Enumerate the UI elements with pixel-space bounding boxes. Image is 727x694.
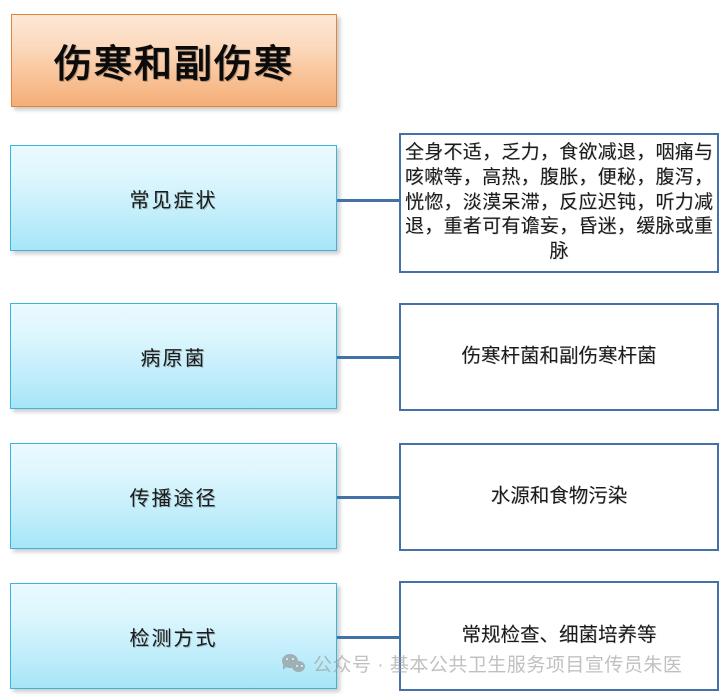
category-box-detection[interactable]: 检测方式 — [10, 583, 337, 689]
category-label: 检测方式 — [129, 627, 218, 650]
connector-line-4 — [337, 636, 400, 639]
detail-box-common-symptoms[interactable]: 全身不适，乏力，食欲减退，咽痛与咳嗽等，高热，腹胀，便秘，腹泻，恍惚，淡漠呆滞，… — [399, 133, 719, 273]
category-box-transmission[interactable]: 传播途径 — [10, 443, 337, 549]
detail-box-pathogen[interactable]: 伤寒杆菌和副伤寒杆菌 — [399, 303, 719, 411]
category-label: 常见症状 — [129, 189, 218, 212]
detail-text: 水源和食物污染 — [490, 485, 628, 507]
page-title: 伤寒和副伤寒 — [53, 44, 294, 86]
category-label: 传播途径 — [129, 487, 218, 510]
connector-line-1 — [337, 199, 400, 202]
detail-text: 全身不适，乏力，食欲减退，咽痛与咳嗽等，高热，腹胀，便秘，腹泻，恍惚，淡漠呆滞，… — [405, 142, 713, 263]
detail-text: 常规检查、细菌培养等 — [461, 624, 657, 646]
detail-box-detection[interactable]: 常规检查、细菌培养等 — [399, 581, 719, 691]
category-box-pathogen[interactable]: 病原菌 — [10, 303, 337, 409]
category-label: 病原菌 — [140, 347, 207, 370]
title-box: 伤寒和副伤寒 — [11, 14, 337, 107]
detail-text: 伤寒杆菌和副伤寒杆菌 — [461, 345, 657, 367]
category-box-common-symptoms[interactable]: 常见症状 — [10, 145, 337, 251]
connector-line-2 — [337, 356, 400, 359]
connector-line-3 — [337, 496, 400, 499]
detail-box-transmission[interactable]: 水源和食物污染 — [399, 443, 719, 551]
